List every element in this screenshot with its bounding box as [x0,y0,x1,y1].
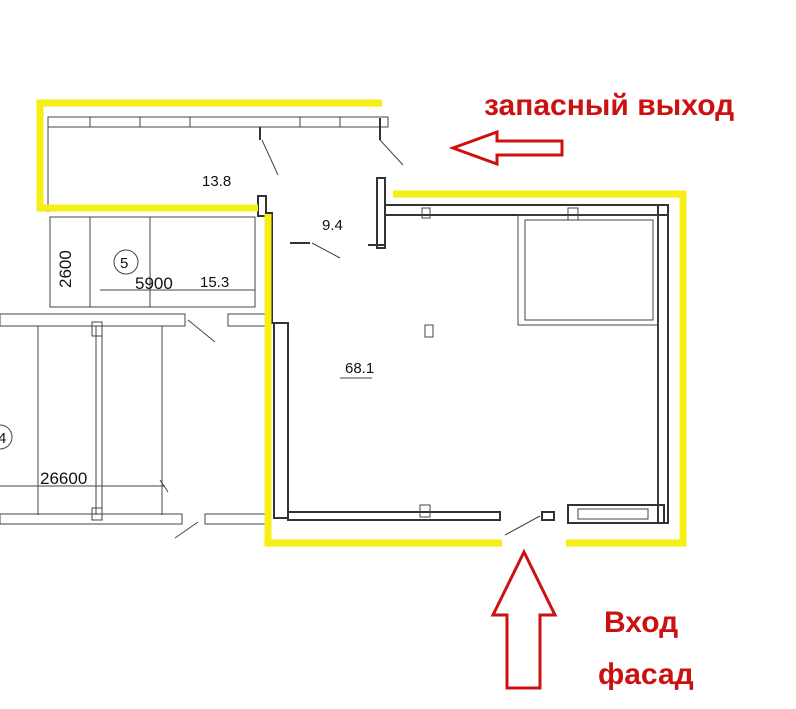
area-label-left-room: 15.3 [200,274,229,291]
emergency-exit-arrow [448,129,564,167]
room-number-partial-label: 4 [0,430,6,447]
area-label-main-hall: 68.1 [345,360,374,377]
area-label-mid-room: 9.4 [322,217,343,234]
highlight-outlines [36,99,687,547]
area-label-top-room: 13.8 [202,173,231,190]
highlight-main-hall-right [393,190,687,547]
dimension-26600: 26600 [40,469,87,488]
highlight-main-hall-left [264,214,502,547]
dimension-2600: 2600 [56,250,75,288]
entrance-arrow [490,548,558,690]
highlight-rear-room [36,99,382,212]
room-number-label: 5 [120,255,128,272]
facade-label: фасад [598,658,694,691]
emergency-exit-label: запасный выход [484,89,734,122]
room-number-circle [113,249,139,275]
entrance-label: Вход [604,606,678,639]
main-hall-walls [265,204,669,536]
dimension-5900: 5900 [135,274,173,293]
